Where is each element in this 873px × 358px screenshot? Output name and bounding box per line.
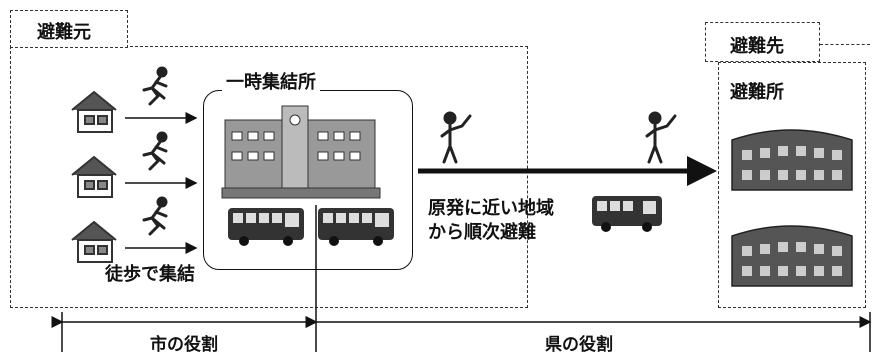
school-building-icon: [221, 105, 381, 199]
origin-title-box: [10, 10, 128, 48]
bus-icon: [318, 208, 394, 246]
house-icon: [71, 220, 117, 263]
running-person-icon: [142, 66, 168, 236]
bus-icon: [228, 208, 304, 246]
evac-text-line1: 原発に近い地域: [428, 198, 554, 219]
assembly-point-label: 一時集結所: [222, 68, 320, 94]
shelter-building-icon: [731, 225, 853, 287]
walk-arrow: [125, 112, 198, 254]
house-icon: [71, 90, 117, 133]
origin-area: [10, 46, 528, 308]
shelter-building-icon: [731, 129, 853, 191]
evac-text-line2: から順次避難: [428, 222, 536, 243]
prefecture-role-label: 県の役割: [545, 335, 613, 355]
walk-label: 徒歩で集結: [105, 264, 195, 285]
bus-icon: [592, 196, 662, 232]
destination-title: 避難先: [730, 36, 784, 57]
house-icon: [71, 155, 117, 198]
city-role-label: 市の役割: [150, 335, 218, 355]
origin-title: 避難元: [37, 22, 91, 43]
destination-dash-tail: [820, 44, 870, 45]
destination-area: [718, 62, 866, 308]
shelter-label: 避難所: [730, 82, 784, 103]
traffic-guide-icon: [440, 111, 677, 164]
destination-title-box: [705, 22, 820, 62]
